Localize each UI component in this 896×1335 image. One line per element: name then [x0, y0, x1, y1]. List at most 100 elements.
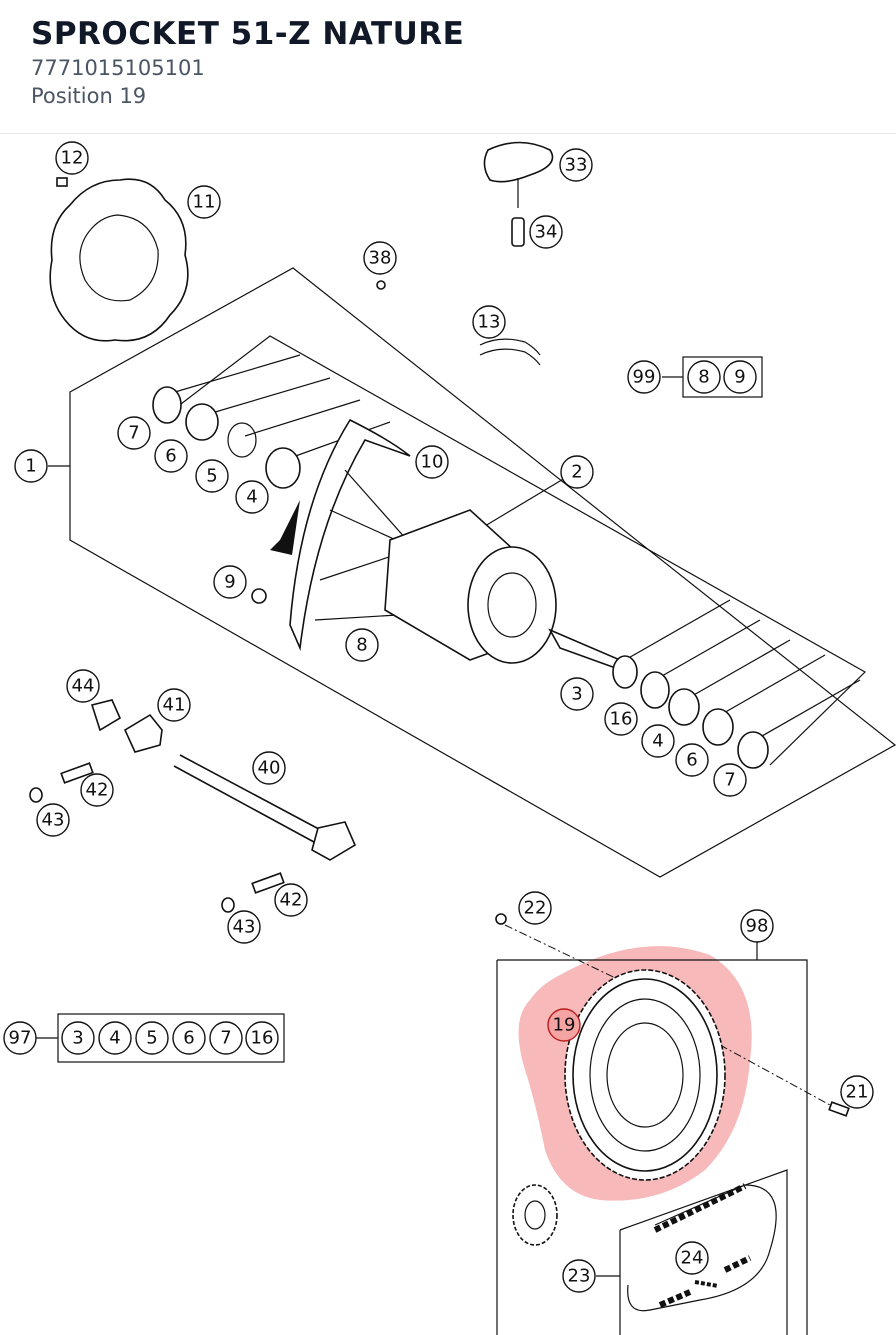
callout-44[interactable]: 44	[66, 669, 100, 703]
left-bearings	[152, 386, 301, 489]
callout-label: 5	[146, 1028, 157, 1049]
callout-label: 16	[610, 709, 633, 730]
callout-9[interactable]: 9	[213, 565, 247, 599]
callout-label: 33	[565, 155, 588, 176]
callout-label: 6	[686, 750, 697, 771]
callout-label: 6	[183, 1028, 194, 1049]
callout-label: 7	[220, 1028, 231, 1049]
callout-22[interactable]: 22	[518, 891, 552, 925]
callout-43-lower[interactable]: 43	[227, 910, 261, 944]
bolt-line-22	[504, 924, 631, 986]
callout-label: 43	[42, 810, 65, 831]
chain	[627, 1183, 777, 1312]
callout-label: 38	[369, 248, 392, 269]
axle-parts	[29, 699, 357, 913]
callout-6-left[interactable]: 6	[154, 439, 188, 473]
callout-16[interactable]: 16	[604, 702, 638, 736]
position-label: Position 19	[31, 84, 147, 108]
callout-97-item-6[interactable]: 6	[172, 1021, 206, 1055]
callout-98[interactable]: 98	[740, 909, 774, 943]
callout-label: 5	[206, 466, 217, 487]
callout-label: 4	[652, 731, 663, 752]
callout-6-right[interactable]: 6	[675, 743, 709, 777]
brake-disc	[49, 178, 189, 342]
callout-1[interactable]: 1	[14, 449, 48, 483]
callout-34[interactable]: 34	[529, 215, 563, 249]
hub-leader-lines	[174, 354, 861, 741]
callout-33[interactable]: 33	[559, 148, 593, 182]
sprocket-bolt	[828, 1101, 850, 1117]
callout-label: 44	[72, 676, 95, 697]
callout-12[interactable]: 12	[55, 141, 89, 175]
callout-label: 10	[421, 452, 444, 473]
callout-42-upper[interactable]: 42	[80, 773, 114, 807]
callout-7-left[interactable]: 7	[117, 416, 151, 450]
callout-label: 42	[280, 890, 303, 911]
callout-38[interactable]: 38	[363, 241, 397, 275]
callout-label: 12	[61, 148, 84, 169]
part-number: 7771015105101	[31, 56, 205, 80]
callout-label: 7	[128, 423, 139, 444]
disc-bolt	[56, 177, 68, 187]
callout-10[interactable]: 10	[415, 445, 449, 479]
callout-43-upper[interactable]: 43	[36, 803, 70, 837]
callout-label: 19	[553, 1015, 576, 1036]
hub-inner-outline	[159, 335, 866, 766]
valve-cap	[251, 588, 267, 604]
callout-label: 41	[163, 695, 186, 716]
callout-7-right[interactable]: 7	[713, 763, 747, 797]
callout-97-item-4[interactable]: 4	[98, 1021, 132, 1055]
callout-2[interactable]: 2	[560, 455, 594, 489]
bolt-line-21	[719, 1044, 831, 1106]
callout-label: 97	[9, 1028, 32, 1049]
callout-label: 4	[246, 487, 257, 508]
callout-97-item-7[interactable]: 7	[209, 1021, 243, 1055]
exploded-parts-diagram: 12 11 33 34 38 13 99 8 9 1 7 6 5 4 10 2 …	[3, 141, 896, 1335]
callout-label: 24	[681, 1248, 704, 1269]
callout-label: 1	[25, 456, 36, 477]
callout-97-item-5[interactable]: 5	[135, 1021, 169, 1055]
callout-label: 22	[524, 898, 547, 919]
callout-4-left[interactable]: 4	[235, 480, 269, 514]
nipple	[376, 280, 386, 290]
callout-4-right[interactable]: 4	[641, 724, 675, 758]
callout-label: 98	[746, 916, 769, 937]
callout-40[interactable]: 40	[252, 751, 286, 785]
callout-99-item-8[interactable]: 8	[687, 360, 721, 394]
sprocket-kit-box	[496, 959, 808, 1335]
callout-97-item-16[interactable]: 16	[245, 1021, 279, 1055]
callout-label: 43	[233, 917, 256, 938]
rear-sprocket	[564, 969, 726, 1181]
front-sprocket	[512, 1184, 558, 1246]
hub	[384, 509, 557, 664]
callout-97[interactable]: 97	[3, 1021, 37, 1055]
callout-label: 99	[633, 367, 656, 388]
chain-box	[619, 1169, 788, 1335]
callout-label: 21	[846, 1082, 869, 1103]
callout-label: 42	[86, 780, 109, 801]
callout-label: 8	[356, 635, 367, 656]
callout-label: 7	[724, 770, 735, 791]
callout-24[interactable]: 24	[675, 1241, 709, 1275]
callout-41[interactable]: 41	[157, 688, 191, 722]
callout-19[interactable]: 19	[547, 1008, 581, 1042]
callout-label: 8	[698, 367, 709, 388]
callout-label: 34	[535, 222, 558, 243]
callout-label: 9	[734, 367, 745, 388]
callout-label: 9	[224, 572, 235, 593]
callout-23[interactable]: 23	[562, 1259, 596, 1293]
callout-label: 16	[251, 1028, 274, 1049]
callout-99-item-9[interactable]: 9	[723, 360, 757, 394]
header: SPROCKET 51-Z NATURE 7771015105101 Posit…	[0, 0, 896, 134]
callout-42-lower[interactable]: 42	[274, 883, 308, 917]
callout-label: 11	[193, 192, 216, 213]
callout-11[interactable]: 11	[187, 185, 221, 219]
direction-arrow	[270, 500, 300, 555]
callout-5[interactable]: 5	[195, 459, 229, 493]
callout-21[interactable]: 21	[840, 1075, 874, 1109]
callout-97-item-3[interactable]: 3	[61, 1021, 95, 1055]
callout-13[interactable]: 13	[472, 305, 506, 339]
callout-3[interactable]: 3	[560, 677, 594, 711]
callout-99[interactable]: 99	[627, 360, 661, 394]
callout-8[interactable]: 8	[345, 628, 379, 662]
